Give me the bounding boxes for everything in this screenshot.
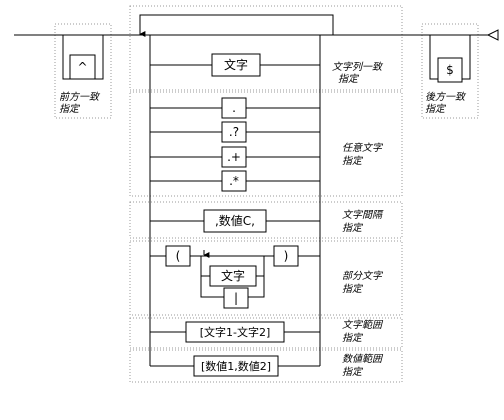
suffix-label-2: 指定 (425, 103, 447, 115)
suffix-token-text: $ (446, 63, 454, 77)
prefix-loop (62, 35, 104, 80)
prefix-token: ^ (69, 54, 96, 80)
labels: 前方一致 指定 後方一致 指定 文字列一致 指定 任意文字 指定 文字間隔 指定… (59, 61, 467, 378)
char-interval-token: ,数値C, (203, 209, 267, 233)
char-interval-frame (129, 201, 403, 239)
main-top-frame (129, 5, 403, 91)
partial-separator-token: | (223, 287, 249, 309)
string-label-2: 指定 (338, 73, 360, 85)
prefix-token-text: ^ (77, 60, 87, 74)
partial-close-token: ) (273, 245, 299, 267)
partial-inner-token: 文字 (209, 265, 257, 287)
partial-open-text: ( (176, 249, 181, 263)
repeat-loop (139, 14, 334, 35)
main-lines (14, 14, 499, 367)
num-range-token-text: [数値1,数値2] (201, 360, 271, 373)
any-char-token-2-text: .? (229, 125, 239, 139)
char-interval-label-2: 指定 (342, 222, 364, 234)
char-range-token-text: [文字1-文字2] (200, 325, 271, 339)
char-range-label-1: 文字範囲 (342, 319, 384, 331)
string-token-text: 文字 (224, 57, 248, 72)
prefix-group-frame (54, 23, 112, 119)
any-char-token-3-text: .+ (227, 150, 241, 164)
num-range-label-1: 数値範囲 (342, 353, 384, 365)
num-range-frame (129, 349, 403, 383)
any-char-token-3: .+ (221, 146, 247, 168)
suffix-loop (429, 35, 471, 80)
string-label-1: 文字列一致 (332, 61, 384, 73)
num-range-token: [数値1,数値2] (193, 355, 279, 377)
num-range-label-2: 指定 (342, 366, 364, 378)
char-range-frame (129, 317, 403, 349)
any-char-label-1: 任意文字 (342, 142, 384, 154)
char-range-label-2: 指定 (342, 332, 364, 344)
any-char-frame (129, 91, 403, 197)
partial-label-1: 部分文字 (342, 270, 384, 282)
any-char-label-2: 指定 (342, 155, 364, 167)
partial-inner-loop (200, 256, 265, 298)
any-char-token-4: .* (221, 170, 247, 192)
string-token: 文字 (211, 53, 261, 77)
any-char-token-1: . (221, 97, 247, 119)
prefix-label-2: 指定 (59, 103, 81, 115)
any-char-token-4-text: .* (229, 174, 239, 188)
prefix-label-1: 前方一致 (59, 91, 101, 103)
partial-separator-text: | (234, 291, 238, 305)
group-frames (54, 5, 479, 383)
partial-open-token: ( (165, 245, 191, 267)
partial-inner-text: 文字 (221, 268, 245, 283)
end-triangle (486, 29, 499, 41)
partial-char-frame (129, 240, 403, 316)
suffix-token: $ (437, 57, 463, 83)
partial-label-2: 指定 (342, 283, 364, 295)
char-interval-label-1: 文字間隔 (342, 209, 384, 221)
char-interval-token-text: ,数値C, (215, 213, 255, 228)
partial-close-text: ) (284, 249, 289, 263)
any-char-token-2: .? (221, 121, 247, 143)
any-char-token-1-text: . (232, 101, 236, 115)
suffix-label-1: 後方一致 (425, 91, 467, 103)
char-range-token: [文字1-文字2] (185, 321, 285, 343)
suffix-group-frame (421, 23, 479, 119)
